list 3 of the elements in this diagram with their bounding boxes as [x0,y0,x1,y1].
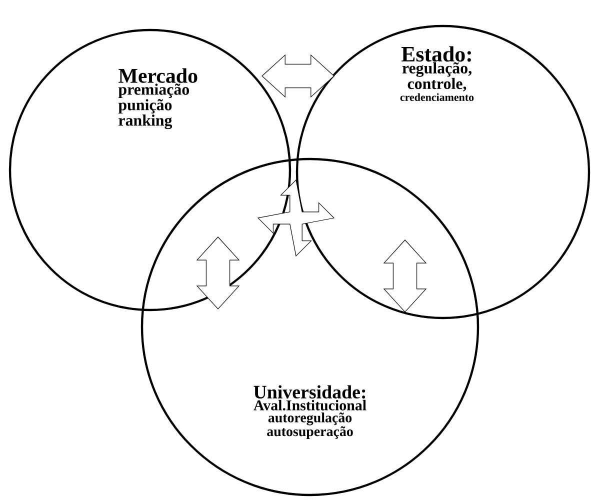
circle-label: Universidade: Aval.Institucional autoregulação autosuperação [254,385,366,439]
circle-label: Estado: regulação, controle, credenciamento [400,46,474,101]
circle-label: Mercado premiação punição ranking [118,68,198,130]
